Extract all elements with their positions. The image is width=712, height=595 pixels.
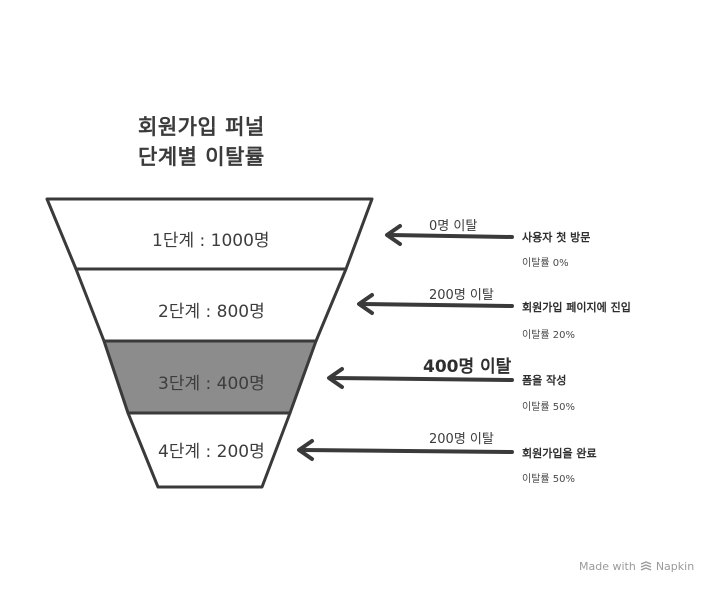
stage-3-drop: 400명 이탈 [423,357,512,377]
stage-3-desc: 폼을 작성 [522,374,567,387]
stage-2-rate: 이탈률 20% [522,330,576,341]
napkin-brand: Napkin [655,560,695,573]
stage-3-label: 3단계 : 400명 [158,374,265,394]
made-with-footer[interactable]: Made with Napkin [579,560,694,573]
arrow-stage-4 [297,439,514,461]
stage-1-rate: 이탈률 0% [522,258,569,269]
stage-1-drop: 0명 이탈 [429,219,478,234]
stage-2-desc: 회원가입 페이지에 진입 [522,301,631,314]
diagram-title-line1: 회원가입 퍼널 [138,115,265,139]
arrow-stage-2 [357,293,514,315]
stage-4-label: 4단계 : 200명 [158,442,265,462]
stage-3-rate: 이탈률 50% [522,402,576,413]
stage-1-label: 1단계 : 1000명 [152,231,270,251]
stage-4-rate: 이탈률 50% [522,474,576,485]
funnel-segment-4 [126,411,292,489]
arrow-stage-1 [385,224,514,246]
diagram-title-line2: 단계별 이탈률 [138,145,265,169]
stage-2-drop: 200명 이탈 [429,288,494,303]
stage-4-desc: 회원가입을 완료 [522,447,597,460]
stage-2-label: 2단계 : 800명 [158,302,265,322]
stage-1-desc: 사용자 첫 방문 [522,231,591,244]
arrow-stage-3 [327,367,514,389]
made-with-text: Made with [579,560,636,573]
napkin-icon [640,560,652,571]
stage-4-drop: 200명 이탈 [429,432,494,447]
